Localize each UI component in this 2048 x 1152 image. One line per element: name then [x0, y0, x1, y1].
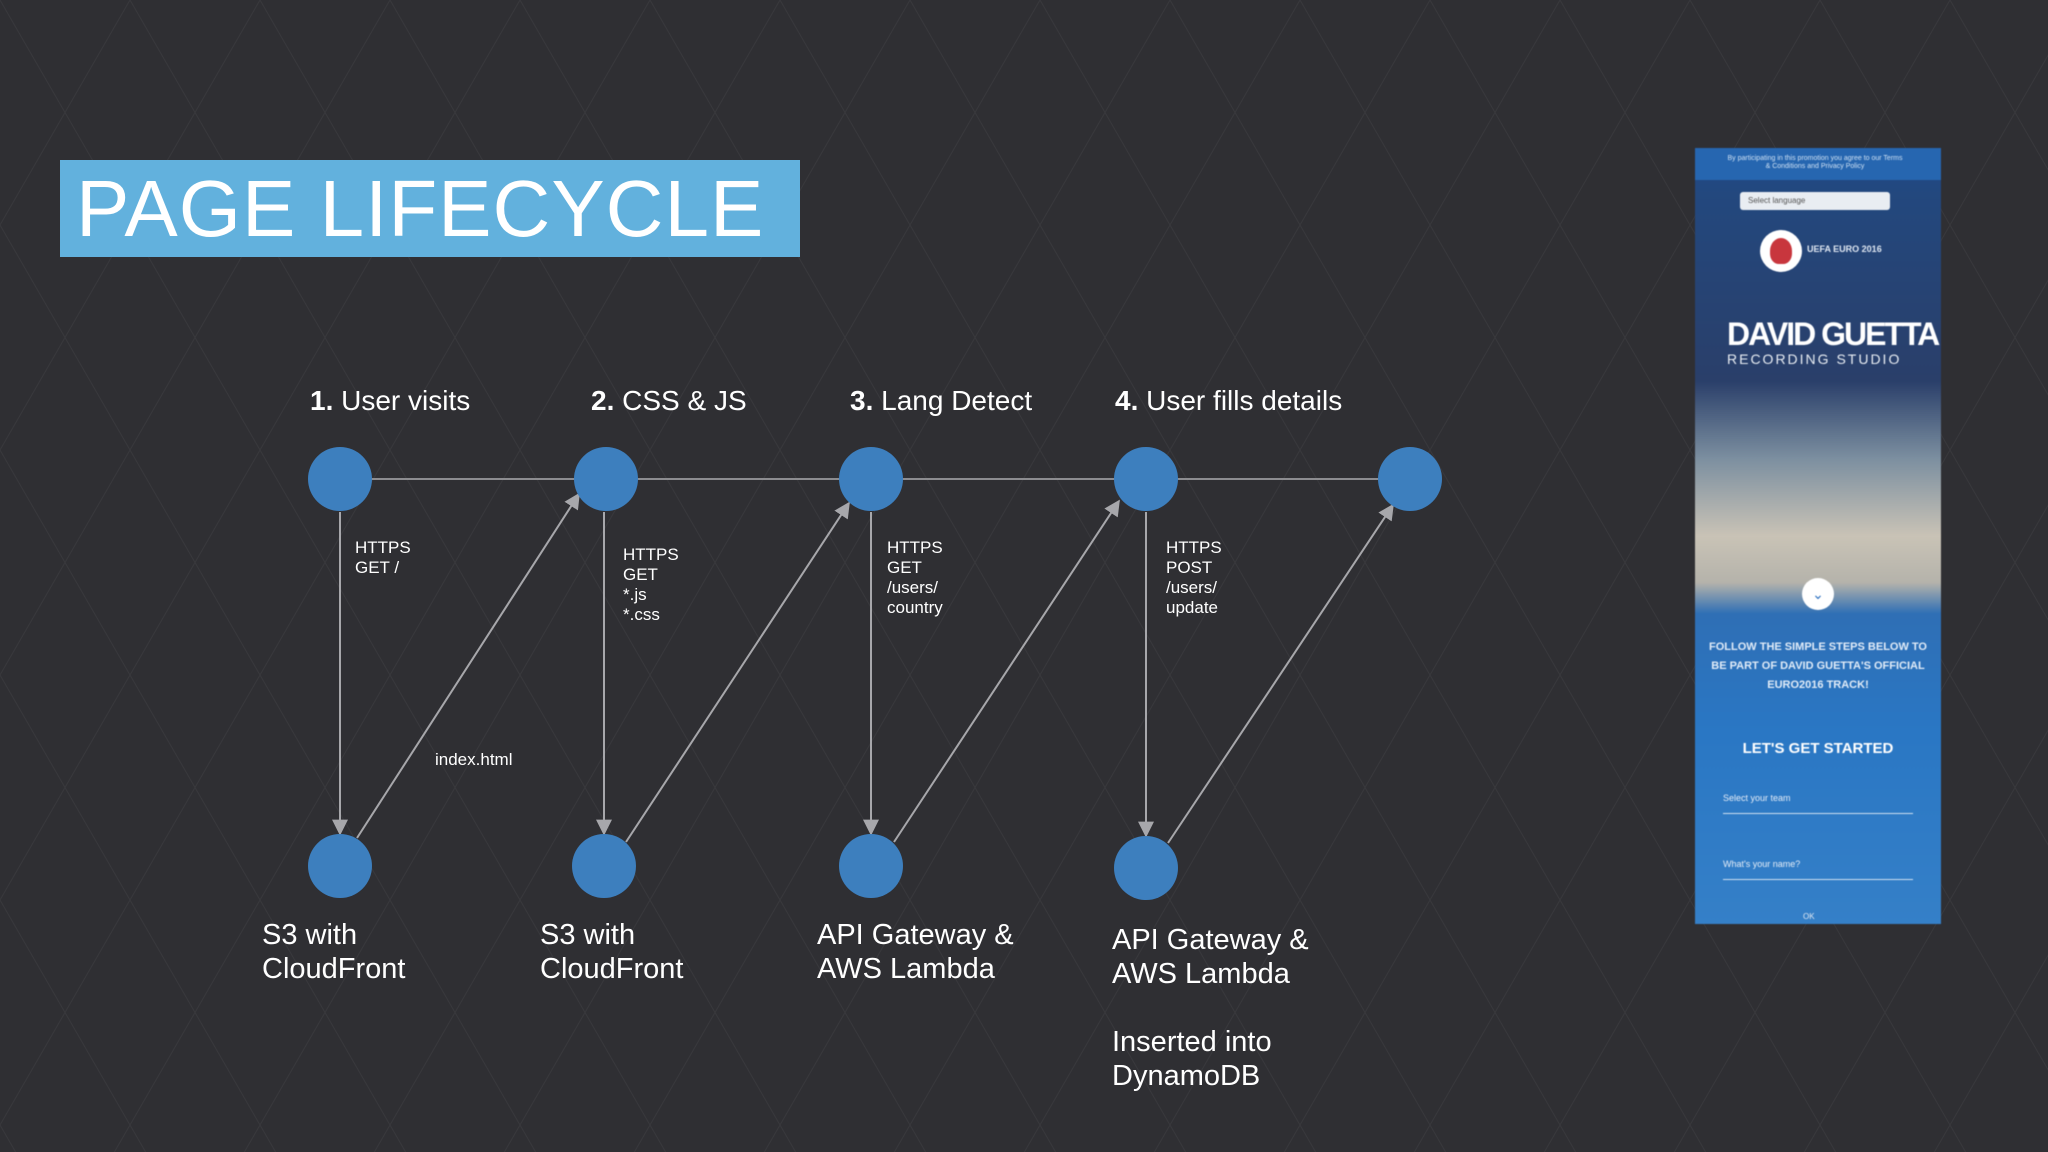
step-number: 1. [310, 385, 334, 416]
preview-topbar-text: By participating in this promotion you a… [1727, 155, 1903, 170]
preview-brand-sub: RECORDING STUDIO [1727, 351, 1902, 367]
server-node-2 [572, 834, 636, 898]
server-node-3 [839, 834, 903, 898]
preview-language-select: Select language [1740, 192, 1890, 210]
request-label-4: HTTPS POST /users/ update [1166, 538, 1222, 617]
client-node-2 [574, 447, 638, 511]
step-text: User visits [341, 385, 471, 416]
preview-name-field: What's your name? [1723, 859, 1913, 880]
client-node-4 [1114, 447, 1178, 511]
preview-topbar: By participating in this promotion you a… [1695, 148, 1941, 180]
step-number: 2. [591, 385, 615, 416]
request-label-1: HTTPS GET / [355, 538, 411, 577]
step-text: Lang Detect [881, 385, 1033, 416]
response-arrow-2 [625, 501, 850, 843]
chevron-down-icon: ⌄ [1802, 578, 1834, 610]
preview-badge-text: UEFA EURO 2016 [1807, 244, 1882, 254]
preview-brand: DAVID GUETTA [1727, 316, 1940, 352]
request-label-2: HTTPS GET *.js *.css [623, 545, 679, 624]
response-arrow-4 [1167, 503, 1394, 844]
server-node-1 [308, 834, 372, 898]
service-label-4: API Gateway & AWS Lambda [1112, 924, 1309, 990]
page-title: PAGE LIFECYCLE [76, 164, 765, 253]
server-node-4 [1114, 836, 1178, 900]
response-arrow-3 [893, 499, 1120, 843]
preview-team-field: Select your team [1723, 793, 1913, 814]
service-label-3: API Gateway & AWS Lambda [817, 919, 1014, 985]
client-node-3 [839, 447, 903, 511]
client-node-1 [308, 447, 372, 511]
step-text: User fills details [1146, 385, 1343, 416]
step-label-3: 3. Lang Detect [850, 385, 1032, 417]
euro-logo-icon [1760, 230, 1802, 272]
mobile-page-preview: By participating in this promotion you a… [1695, 148, 1941, 924]
service-label-1: S3 with CloudFront [262, 919, 406, 985]
step-label-2: 2. CSS & JS [591, 385, 747, 417]
step-label-4: 4. User fills details [1115, 385, 1342, 417]
service-label-2: S3 with CloudFront [540, 919, 684, 985]
step-label-1: 1. User visits [310, 385, 470, 417]
client-node-5 [1378, 447, 1442, 511]
preview-footer: OK [1803, 912, 1815, 921]
response-label: index.html [435, 750, 513, 769]
storage-note: Inserted into DynamoDB [1112, 1026, 1272, 1092]
preview-promo-text: FOLLOW THE SIMPLE STEPS BELOW TO BE PART… [1709, 641, 1927, 691]
request-label-3: HTTPS GET /users/ country [887, 538, 943, 617]
title-banner: PAGE LIFECYCLE [60, 160, 800, 257]
preview-cta: LET'S GET STARTED [1742, 740, 1894, 757]
step-text: CSS & JS [622, 385, 747, 416]
step-number: 3. [850, 385, 874, 416]
response-arrow-1 [356, 492, 580, 839]
step-number: 4. [1115, 385, 1139, 416]
